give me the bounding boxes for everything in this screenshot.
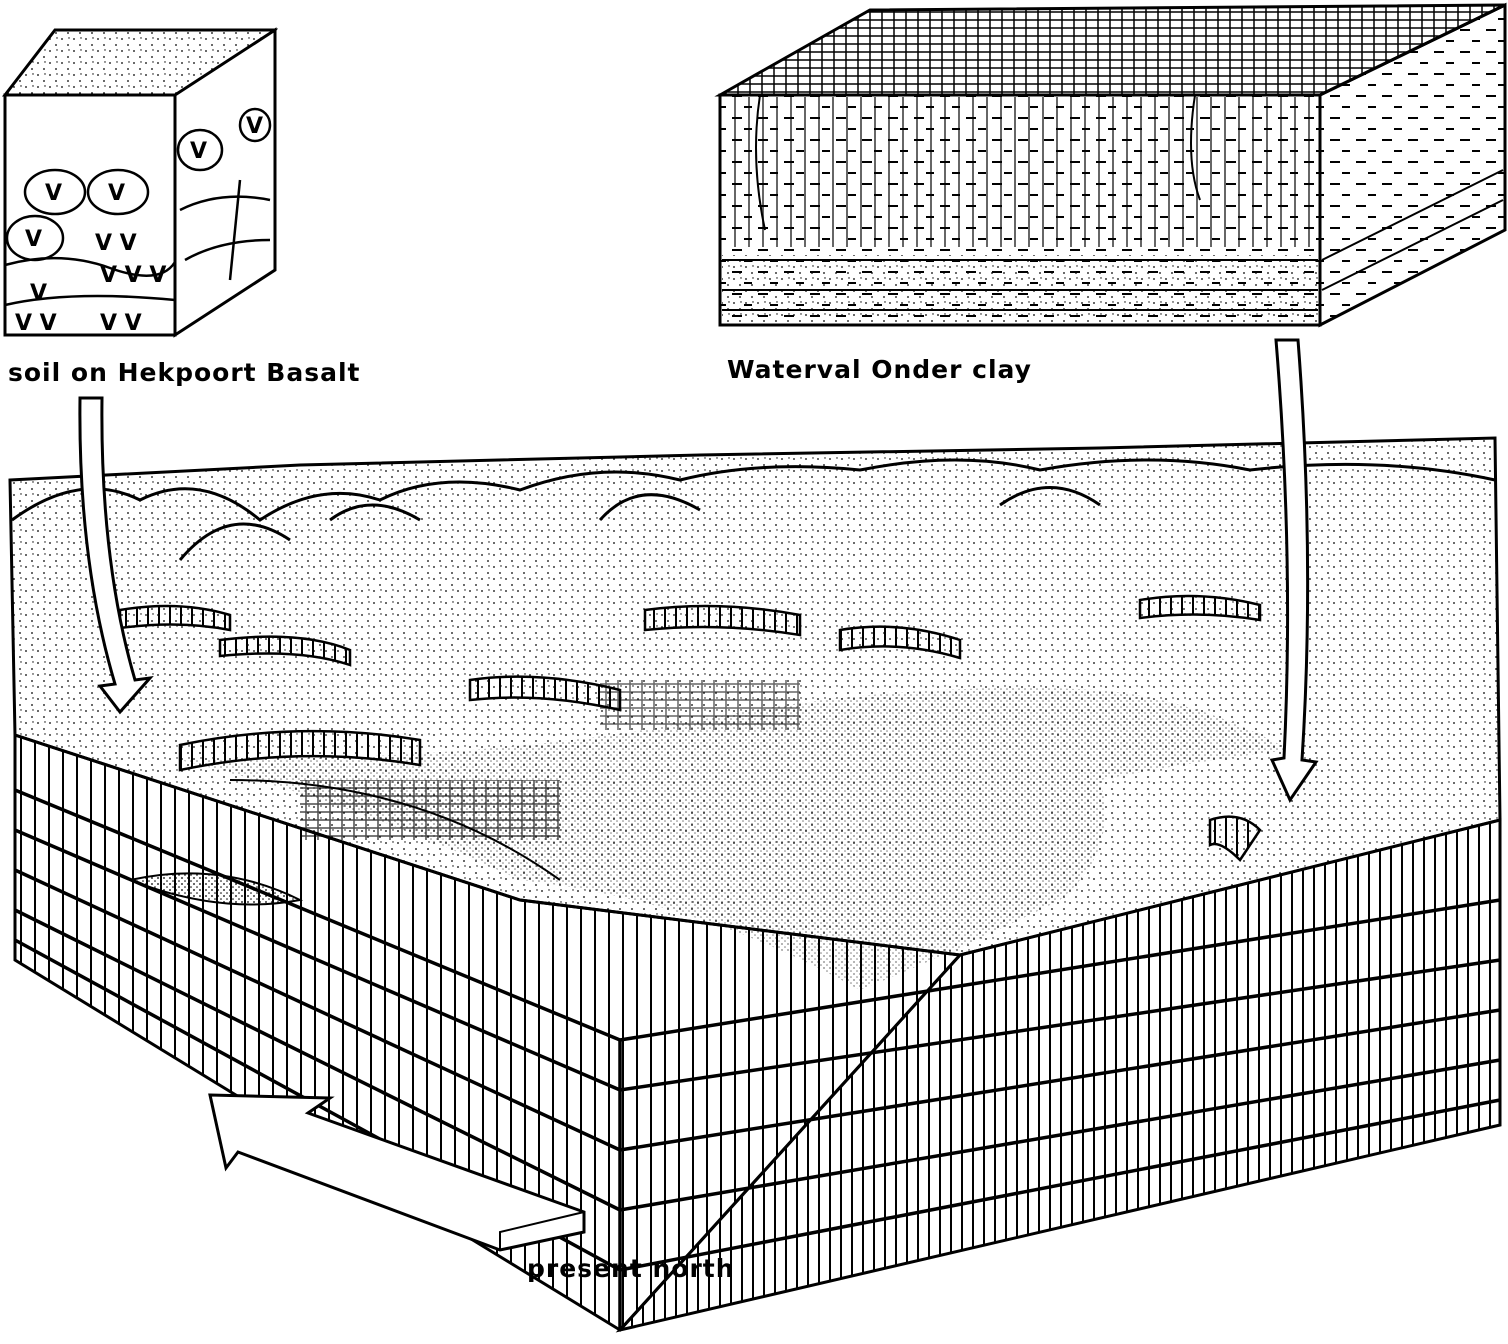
svg-text:V V: V V (15, 311, 57, 336)
svg-text:V: V (25, 227, 42, 252)
svg-text:V: V (190, 139, 207, 164)
clay-profile-block (714, 2, 1507, 328)
north-label: present north (527, 1254, 735, 1283)
svg-text:V: V (30, 281, 47, 306)
clay-label: Waterval Onder clay (727, 355, 1032, 384)
main-landscape-block (8, 436, 1502, 1333)
svg-text:V V V: V V V (100, 263, 166, 288)
svg-text:V: V (45, 181, 62, 206)
soil-pointer-arrow (78, 396, 154, 715)
clay-pointer-arrow (1269, 338, 1319, 804)
north-arrow-icon (208, 1093, 586, 1252)
svg-text:V V: V V (100, 311, 142, 336)
soil-label: soil on Hekpoort Basalt (8, 358, 361, 387)
svg-text:V: V (108, 181, 125, 206)
svg-text:V V: V V (95, 231, 137, 256)
svg-text:V: V (246, 114, 263, 139)
